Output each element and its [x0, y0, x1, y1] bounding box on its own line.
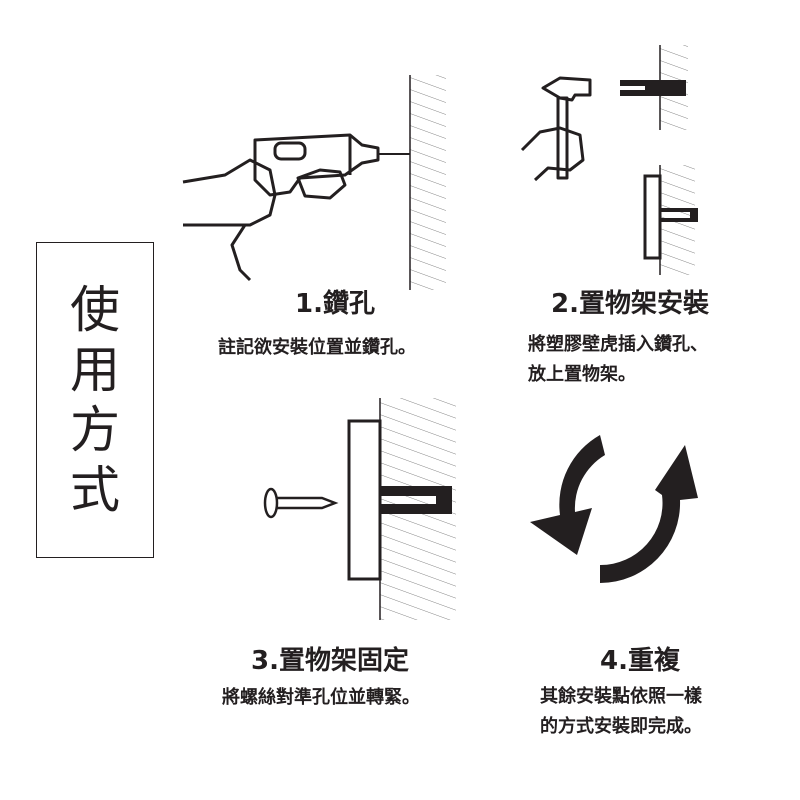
shelf-bracket	[347, 419, 382, 581]
wall-step2b	[643, 165, 698, 275]
usage-char: 用	[70, 341, 120, 399]
usage-char: 方	[70, 401, 120, 459]
wall-step3	[347, 398, 456, 620]
step1-desc: 註記欲安裝位置並鑽孔。	[218, 337, 416, 358]
wall-step1	[409, 75, 446, 290]
wall-anchor-icon	[380, 486, 452, 514]
step2-desc-line1: 將塑膠壁虎插入鑽孔、	[528, 334, 708, 355]
repeat-cycle-icon	[530, 435, 698, 583]
step1-title: 1.鑽孔	[295, 289, 375, 319]
hammer-hand-icon	[520, 76, 592, 182]
usage-label-box: 使 用 方 式	[36, 242, 154, 558]
step3-title: 3.置物架固定	[251, 646, 409, 676]
wall-anchor-icon	[620, 80, 686, 96]
step2-title: 2.置物架安裝	[551, 289, 709, 319]
screw-icon	[263, 487, 339, 519]
step4-desc-line2: 的方式安裝即完成。	[540, 716, 702, 737]
wall-step2a	[620, 45, 688, 130]
step2-desc-line2: 放上置物架。	[528, 364, 636, 385]
shelf-bracket	[643, 174, 662, 260]
step3-desc: 將螺絲對準孔位並轉緊。	[222, 687, 420, 708]
usage-char: 式	[70, 461, 120, 519]
step4-desc-line1: 其餘安裝點依照一樣	[540, 686, 702, 707]
drill-hand-icon	[182, 133, 410, 282]
usage-char: 使	[70, 281, 120, 339]
step4-title: 4.重複	[600, 646, 680, 676]
